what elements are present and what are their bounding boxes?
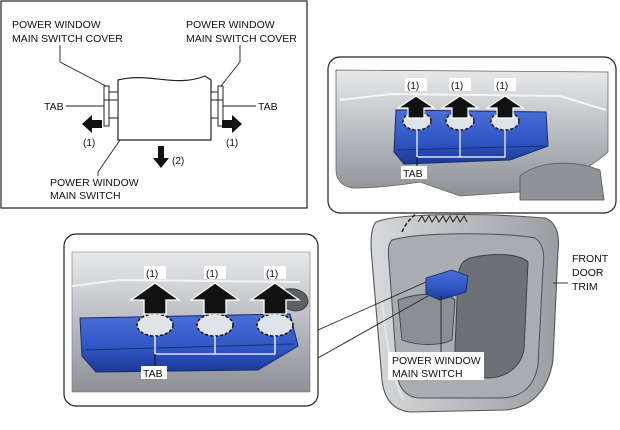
label-step1-bottom-2: (1) [206, 269, 218, 280]
label-tab-top: TAB [403, 168, 423, 180]
label-cover-right-line1: POWER WINDOW [186, 19, 275, 31]
leader-cover-left [59, 45, 107, 87]
detail-bottom-switch-edge [85, 343, 295, 351]
detail-top-switch-edge [397, 145, 547, 151]
label-step1-left: (1) [83, 138, 95, 149]
door-trim: FRONT DOOR TRIM POWER WINDOW MAIN SWITCH [370, 203, 609, 413]
label-step1-bottom-3-bg [264, 266, 286, 279]
label-door-switch-line2: MAIN SWITCH [392, 368, 463, 380]
label-step1-top-3: (1) [496, 81, 508, 92]
door-trim-armrest [397, 293, 456, 345]
label-step1-right: (1) [226, 138, 238, 149]
detail-bottom-ridge [71, 278, 301, 287]
callout-line-lower-b [317, 295, 429, 359]
schematic-switch-body [117, 75, 212, 141]
arrow-up-icon-top-1 [396, 95, 436, 119]
detail-top-right: TAB (1) (1) (1) [327, 56, 617, 214]
tab-bottom-1 [136, 313, 174, 337]
label-switch-line2: MAIN SWITCH [50, 190, 121, 202]
label-trim-line3: TRIM [572, 281, 598, 293]
leader-cover-right [220, 45, 241, 87]
magnify-circle-outline [401, 203, 471, 233]
magnify-sawtooth [417, 215, 468, 223]
detail-top-ridge [339, 92, 607, 111]
schematic-panel: POWER WINDOW MAIN SWITCH COVER POWER WIN… [0, 0, 308, 209]
label-trim-line1: FRONT [572, 253, 609, 265]
label-tab-right: TAB [258, 101, 278, 113]
label-door-switch-line1: POWER WINDOW [392, 355, 481, 367]
arrow-left-icon [82, 115, 102, 133]
label-tab-bottom: TAB [143, 368, 163, 380]
label-step1-top-1-bg [405, 78, 427, 91]
callout-line-lower-a [317, 281, 427, 331]
label-door-switch-bg [388, 352, 484, 380]
label-step1-bottom-2-bg [204, 266, 226, 279]
label-step1-bottom-3: (1) [266, 269, 278, 280]
tab-bottom-3 [256, 313, 294, 337]
detail-top-slot [519, 162, 605, 201]
arrow-up-icon-top-2 [440, 95, 480, 119]
leader-switch [97, 139, 121, 176]
label-step1-bottom-1-bg [144, 266, 166, 279]
label-tab-left: TAB [44, 101, 64, 113]
detail-bottom-left: TAB (1) (1) (1) [63, 233, 319, 407]
tab-top-bracket [416, 130, 506, 158]
arrow-up-icon-bottom-3 [248, 282, 302, 315]
label-cover-left-line2: MAIN SWITCH COVER [12, 33, 123, 45]
label-step2: (2) [172, 156, 184, 167]
schematic-cover-right [210, 85, 224, 127]
label-step1-top-2-bg [449, 78, 471, 91]
label-step1-bottom-1: (1) [146, 269, 158, 280]
label-trim-line2: DOOR [572, 267, 604, 279]
arrow-up-icon-bottom-2 [188, 282, 242, 315]
door-switch [425, 269, 469, 301]
arrow-up-icon-top-3 [485, 95, 525, 119]
label-cover-left-line1: POWER WINDOW [12, 19, 101, 31]
label-cover-right-line2: MAIN SWITCH COVER [186, 33, 297, 45]
arrow-right-icon [222, 115, 242, 133]
label-step1-top-2: (1) [451, 81, 463, 92]
label-step1-top-1: (1) [407, 81, 419, 92]
label-tab-bottom-bg [141, 366, 167, 379]
label-switch-line1: POWER WINDOW [50, 177, 139, 189]
arrow-down-icon [153, 146, 169, 168]
label-tab-top-bg [401, 166, 427, 179]
tab-bottom-2 [196, 313, 234, 337]
label-step1-top-3-bg [494, 78, 516, 91]
arrow-up-icon-bottom-1 [128, 282, 182, 315]
detail-bottom-switch [79, 313, 299, 373]
